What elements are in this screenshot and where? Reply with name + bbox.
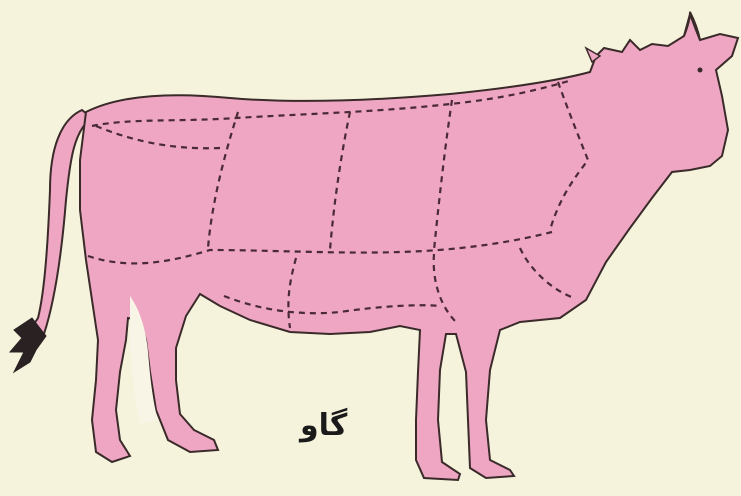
cow-body [80, 14, 738, 480]
animal-name-label: گاو [300, 408, 347, 443]
cow-eye [698, 68, 703, 73]
